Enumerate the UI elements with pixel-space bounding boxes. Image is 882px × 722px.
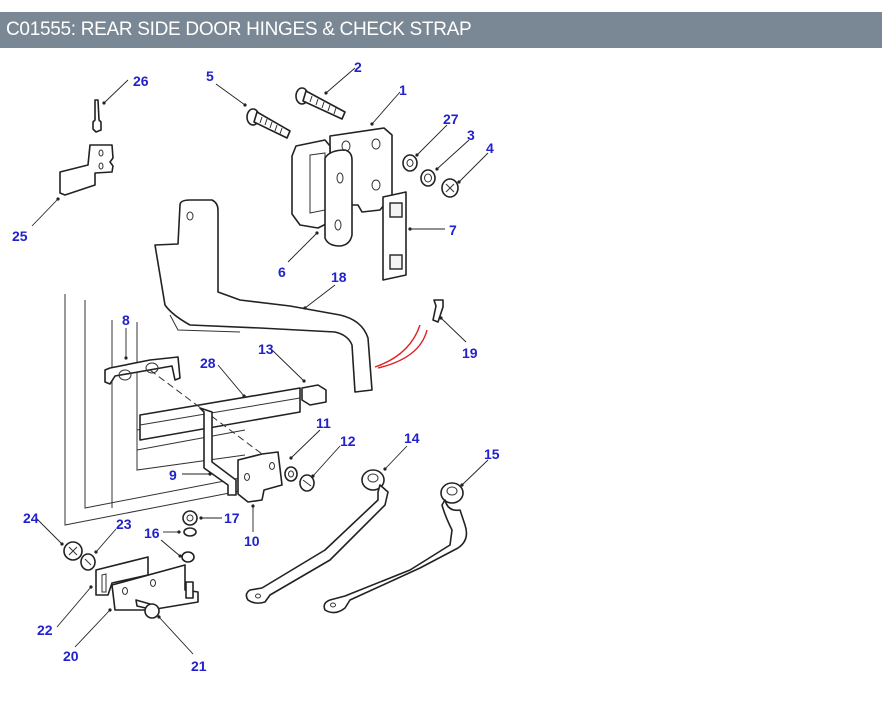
callout-24[interactable]: 24 [23,510,39,526]
part-bolt-19 [432,299,444,323]
part-bolt-21 [135,599,160,619]
parts-diagram: 26 25 5 2 1 27 3 4 7 6 18 19 8 13 28 11 … [12,59,500,674]
callout-8[interactable]: 8 [122,312,130,328]
callout-28[interactable]: 28 [200,355,216,371]
callout-17[interactable]: 17 [224,510,240,526]
callout-10[interactable]: 10 [244,533,260,549]
callout-15[interactable]: 15 [484,446,500,462]
part-washer-16 [181,527,197,563]
callout-19[interactable]: 19 [462,345,478,361]
part-bracket-10 [237,451,283,503]
part-check-strap-14 [245,469,389,604]
callout-labels: 26 25 5 2 1 27 3 4 7 6 18 19 8 13 28 11 … [12,59,500,674]
part-shim-22 [95,556,149,596]
part-nut-24 [63,541,83,561]
callout-20[interactable]: 20 [63,648,79,664]
callout-23[interactable]: 23 [116,516,132,532]
callout-7[interactable]: 7 [449,222,457,238]
callout-25[interactable]: 25 [12,228,28,244]
callout-5[interactable]: 5 [206,68,214,84]
callout-16[interactable]: 16 [144,525,160,541]
part-clip-8 [104,356,181,385]
part-washer-11 [284,466,298,482]
callout-1[interactable]: 1 [399,82,407,98]
callout-14[interactable]: 14 [404,430,420,446]
part-nut-4 [441,178,459,198]
callout-21[interactable]: 21 [191,658,207,674]
callout-2[interactable]: 2 [354,59,362,75]
part-bracket-25 [59,144,114,196]
callout-26[interactable]: 26 [133,73,149,89]
part-lock-washer-3 [420,169,436,187]
part-hinge-arm-18 [154,199,373,393]
callout-9[interactable]: 9 [169,467,177,483]
part-check-strap-arm-9 [199,407,237,496]
callout-13[interactable]: 13 [258,341,274,357]
callout-3[interactable]: 3 [467,127,475,143]
callout-18[interactable]: 18 [331,269,347,285]
part-tapping-plate-7 [382,191,407,281]
part-hinge-plate-6 [324,149,353,247]
part-screw-2 [295,87,346,120]
leader-lines [31,67,489,655]
callout-11[interactable]: 11 [316,415,331,431]
part-washer-27 [402,154,418,172]
part-screw-5 [246,108,291,139]
part-nut-12 [299,474,315,492]
callout-22[interactable]: 22 [37,622,53,638]
assembly-indicator-lines [374,324,428,369]
diagram-title: C01555: REAR SIDE DOOR HINGES & CHECK ST… [6,19,472,40]
part-buffer-13 [301,384,327,406]
part-washer-23 [80,553,96,571]
part-rivet-26 [92,99,102,133]
callout-4[interactable]: 4 [486,140,494,156]
diagram-title-bar: C01555: REAR SIDE DOOR HINGES & CHECK ST… [0,12,882,48]
part-check-strap-15 [323,482,468,614]
callout-12[interactable]: 12 [340,433,356,449]
part-nut-17 [182,510,198,526]
part-guide-28 [139,387,301,441]
part-hinge-bracket-20 [111,564,199,611]
callout-6[interactable]: 6 [278,264,286,280]
assembly-line [149,369,271,461]
callout-27[interactable]: 27 [443,111,459,127]
